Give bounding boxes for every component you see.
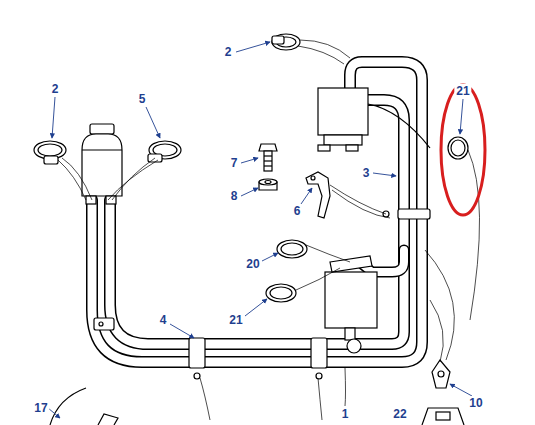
callout-number: 20 (244, 257, 261, 271)
bracket (306, 172, 330, 218)
callout-number: 2 (223, 45, 234, 59)
callout-number: 7 (229, 156, 240, 170)
hose-clamps (94, 209, 430, 379)
callout-number: 8 (229, 189, 240, 203)
o-rings (266, 137, 468, 302)
callout-number: 10 (467, 396, 484, 410)
highlight-ring (441, 85, 485, 215)
callout-number: 21 (227, 313, 244, 327)
callout-number: 21 (454, 84, 471, 98)
bolt-and-nut (259, 144, 277, 190)
fly-lines (58, 40, 480, 420)
clips (50, 360, 464, 425)
hose-clips (34, 34, 300, 164)
callout-number: 4 (158, 313, 169, 327)
valve (318, 88, 430, 151)
callout-number: 17 (32, 401, 49, 415)
callout-number: 2 (50, 82, 61, 96)
reservoir (82, 124, 122, 204)
callout-number: 1 (340, 407, 351, 421)
callout-number: 3 (361, 166, 372, 180)
callout-number: 22 (391, 407, 408, 421)
leader-lines (48, 42, 472, 418)
callout-number: 5 (137, 92, 148, 106)
pump-unit (325, 256, 377, 353)
hoses (92, 62, 422, 362)
callout-number: 6 (292, 204, 303, 218)
